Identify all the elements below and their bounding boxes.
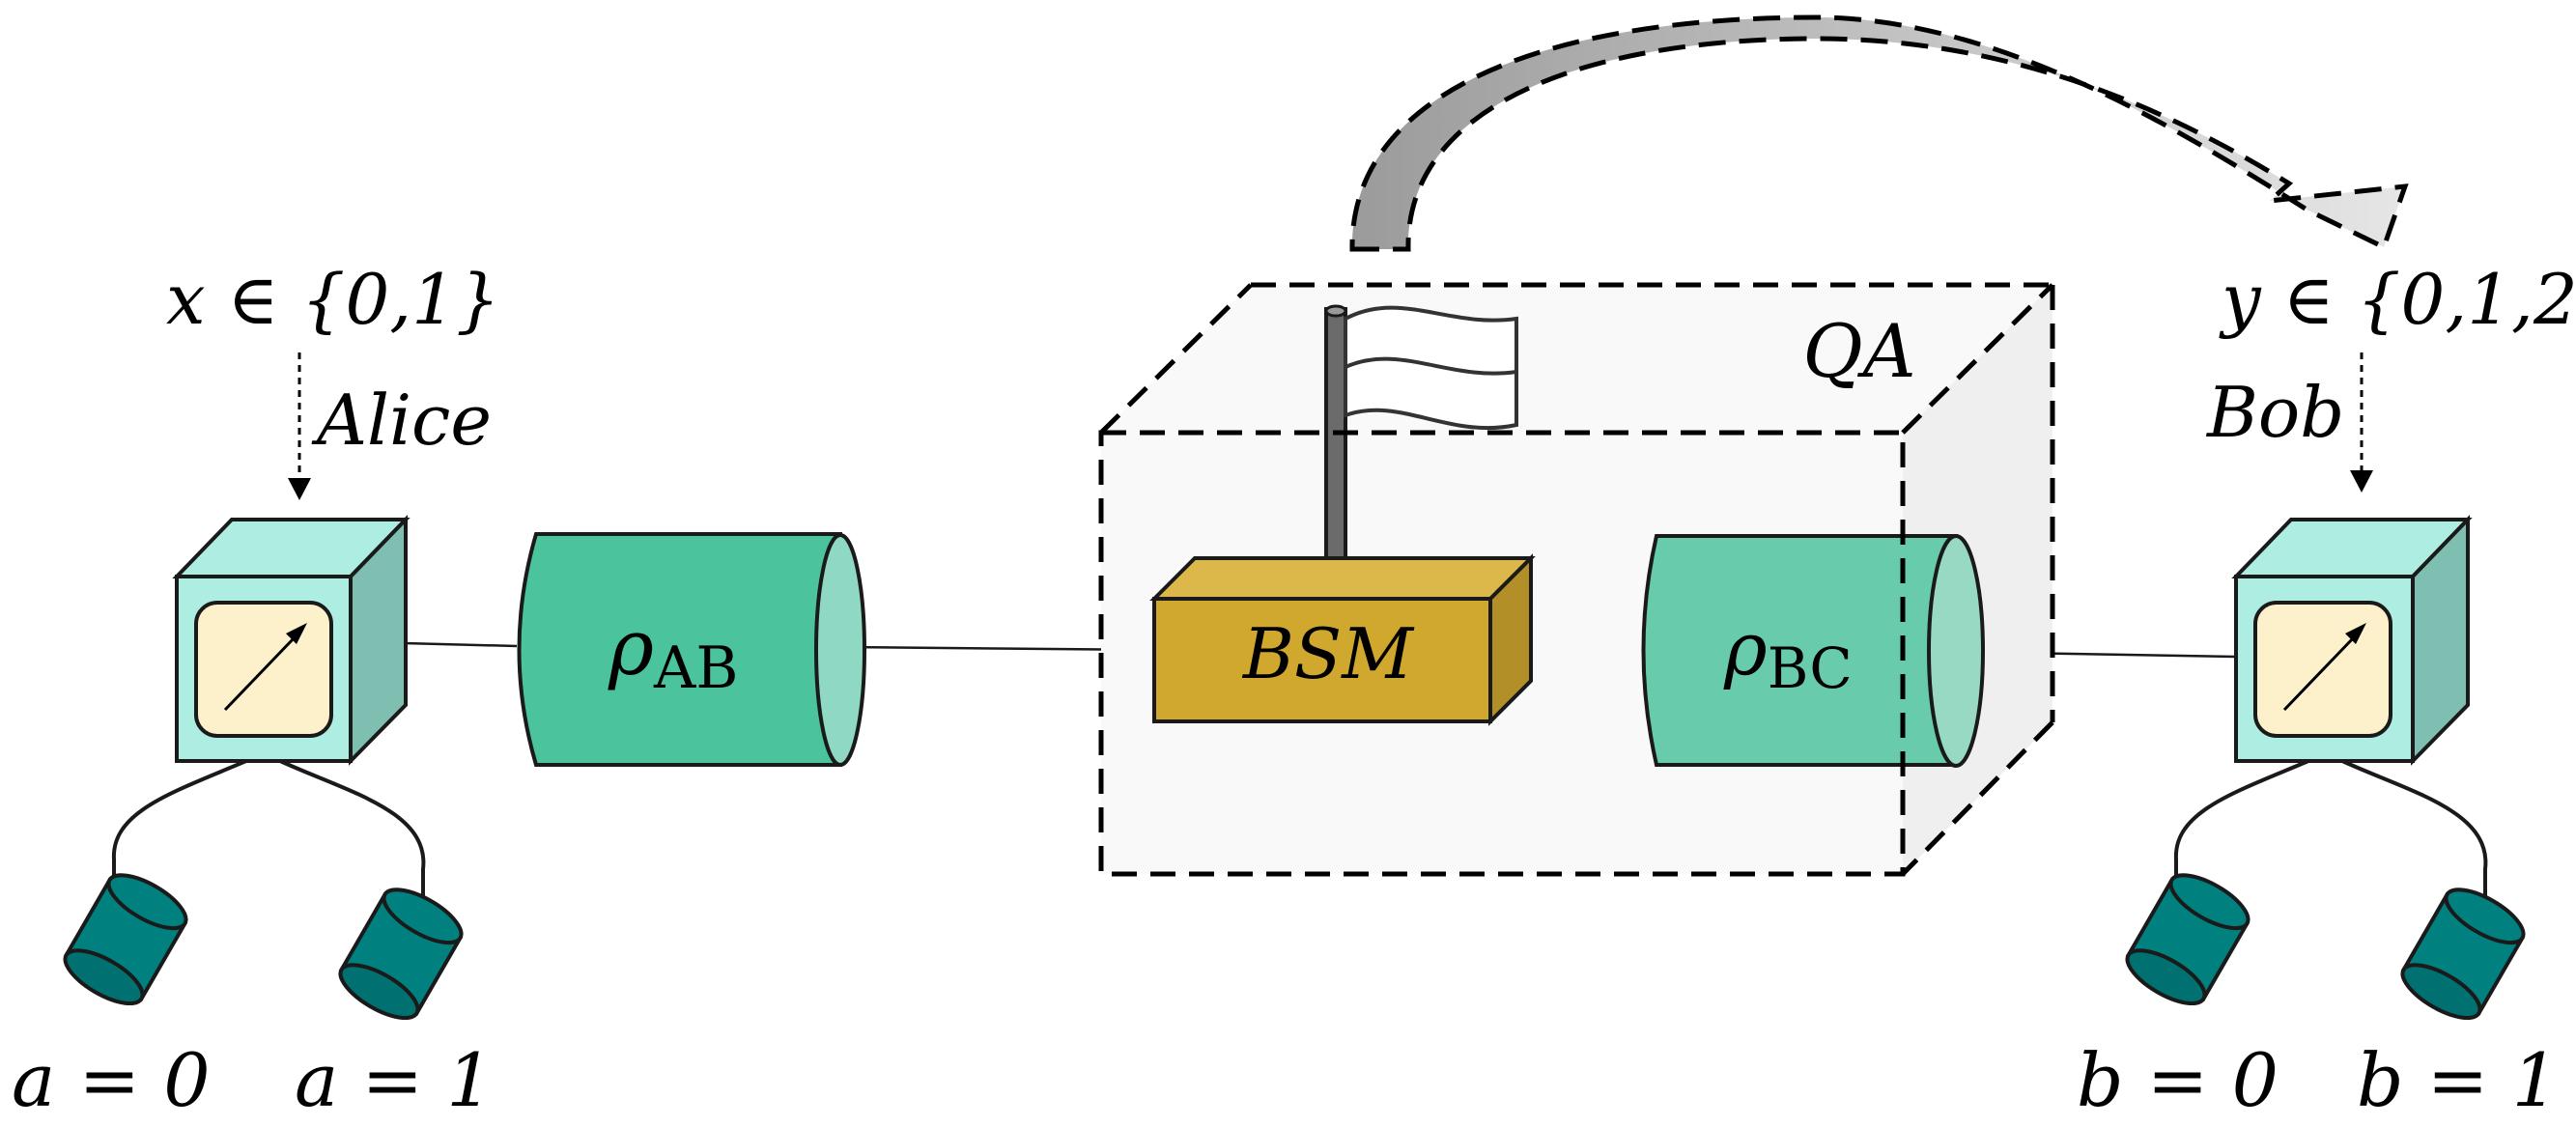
flag-icon: [1324, 304, 1518, 562]
alice-outcome-1: a = 1: [295, 1037, 494, 1123]
curved-arrow-icon: [1349, 14, 2409, 252]
qa-label: QA: [1802, 308, 1915, 394]
measurement-box-icon: [172, 515, 410, 766]
alice-party: x ∈ {0,1} Alice a = 0 a = 1: [12, 259, 500, 1123]
source-ab: ρAB: [517, 532, 866, 767]
qa-box-edges: [1098, 282, 2055, 877]
bob-name-label: Bob: [2205, 372, 2344, 453]
alice-name-label: Alice: [311, 380, 492, 461]
dial-arrow-icon: [2282, 623, 2366, 712]
detector-icon: [2400, 888, 2526, 1021]
detector-icon: [2125, 873, 2250, 1006]
bob-outcome-1: b = 1: [2357, 1037, 2559, 1123]
bob-outcome-0: b = 0: [2077, 1037, 2279, 1123]
source-bc: ρBC: [1641, 534, 1985, 768]
detector-icon: [63, 873, 188, 1006]
alice-input-label: x ∈ {0,1}: [166, 259, 500, 340]
alice-outcome-0: a = 0: [12, 1037, 211, 1123]
bob-party: y ∈ {0,1,2} Bob b = 0 b = 1: [2077, 259, 2576, 1123]
bob-input-label: y ∈ {0,1,2}: [2219, 259, 2576, 340]
dial-arrow-icon: [223, 623, 307, 712]
rho-ab-symbol: ρAB: [608, 603, 738, 702]
wire-alice-ab: [403, 641, 518, 648]
bsm-block: BSM: [1149, 553, 1536, 726]
detector-icon: [338, 888, 464, 1021]
bsm-label: BSM: [1241, 613, 1415, 694]
rho-bc-symbol: ρBC: [1723, 606, 1853, 701]
measurement-box-icon: [2231, 515, 2473, 766]
